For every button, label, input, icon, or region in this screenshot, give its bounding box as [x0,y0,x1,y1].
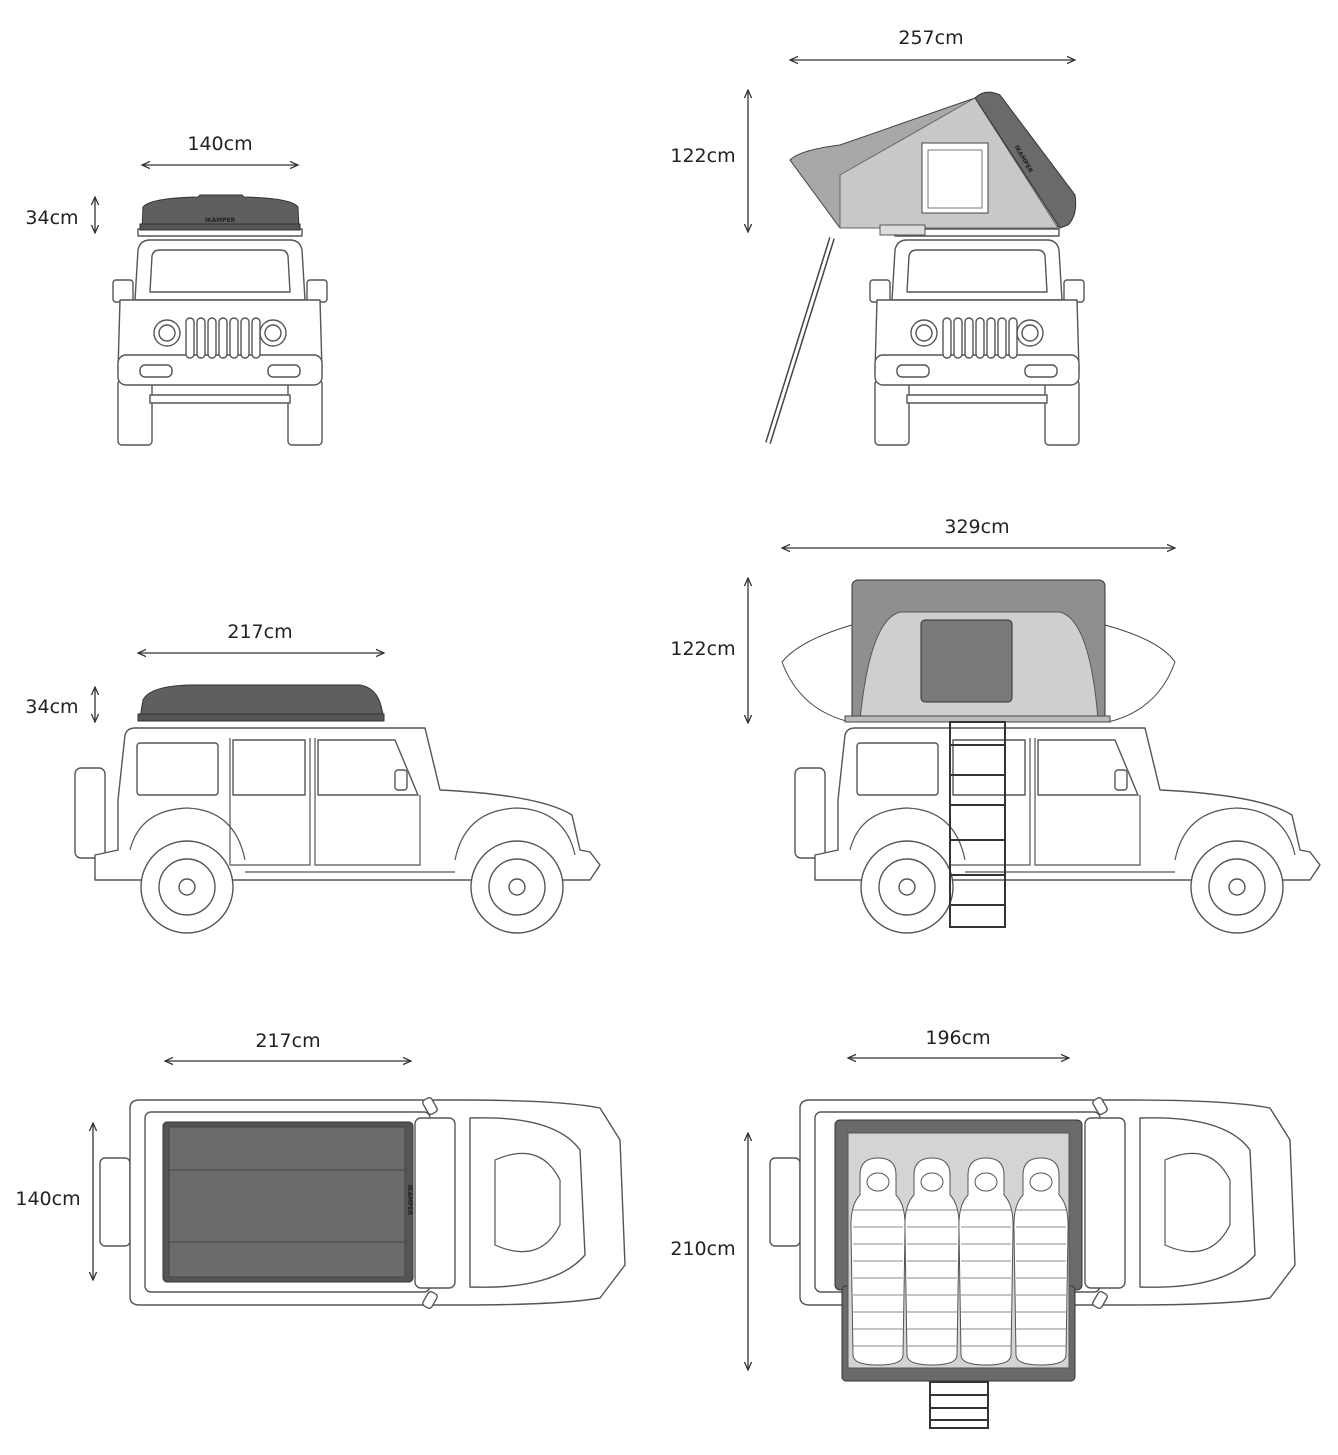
width-label: 257cm [898,27,963,49]
sleeping-bag [1013,1157,1069,1366]
height-label: 122cm [670,145,735,167]
tent-closed-top: IKAMPER [162,1121,414,1283]
front-view-closed: IKAMPER 140cm 34cm [25,133,328,446]
sleeping-bag [850,1157,906,1366]
tent-open-front: IKAMPER [789,91,1077,236]
ladder [949,721,1006,928]
width-label: 140cm [187,133,252,155]
top-view-open: 196cm 210cm [670,1027,1296,1429]
length-label: 217cm [227,621,292,643]
height-label: 34cm [25,207,78,229]
sleeping-bag [904,1157,960,1366]
top-view-closed: IKAMPER 217cm 140cm [15,1030,626,1311]
sleeping-bags [850,1157,1069,1366]
tent-closed-side [137,684,385,722]
brand-logo: IKAMPER [406,1185,413,1216]
side-view-open: 329cm 122cm [670,516,1321,934]
tent-open-side [781,579,1176,723]
ladder [765,237,835,444]
brand-logo: IKAMPER [205,217,236,224]
tent-open-top [834,1119,1083,1382]
length-label: 329cm [944,516,1009,538]
length-label: 210cm [670,1238,735,1260]
side-view-closed: 217cm 34cm [25,621,601,934]
height-label: 122cm [670,638,735,660]
length-label: 217cm [255,1030,320,1052]
height-label: 34cm [25,696,78,718]
tent-closed-front: IKAMPER [139,194,301,231]
sleeping-bag [958,1157,1014,1366]
ladder [929,1381,989,1429]
front-view-open: IKAMPER 257cm 122cm [670,27,1085,446]
width-label: 140cm [15,1188,80,1210]
width-label: 196cm [925,1027,990,1049]
